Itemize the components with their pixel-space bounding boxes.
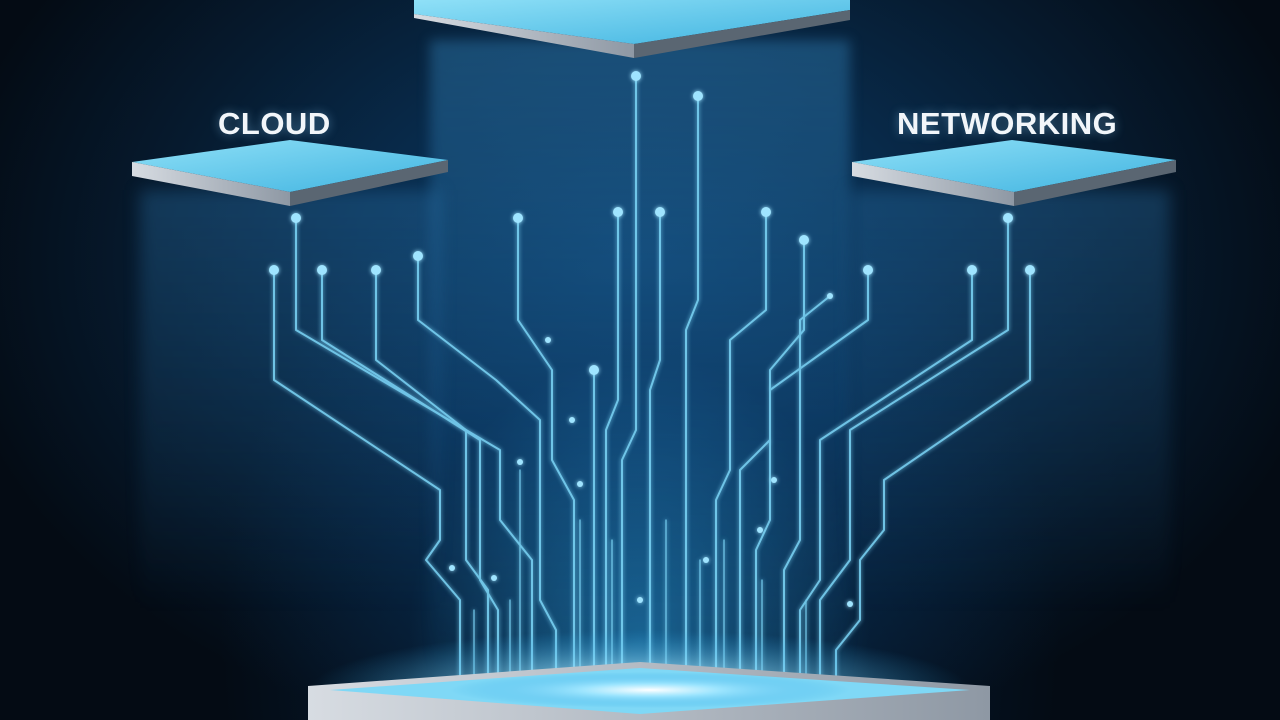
cloud-label: CLOUD (218, 106, 331, 141)
base-platform (308, 630, 990, 720)
circuit-nodes (269, 71, 1035, 607)
circuit-traces (273, 75, 1031, 681)
cloud-platform (132, 140, 448, 206)
top-platform (414, 0, 850, 58)
networking-platform (852, 140, 1176, 206)
networking-label: NETWORKING (897, 106, 1118, 141)
